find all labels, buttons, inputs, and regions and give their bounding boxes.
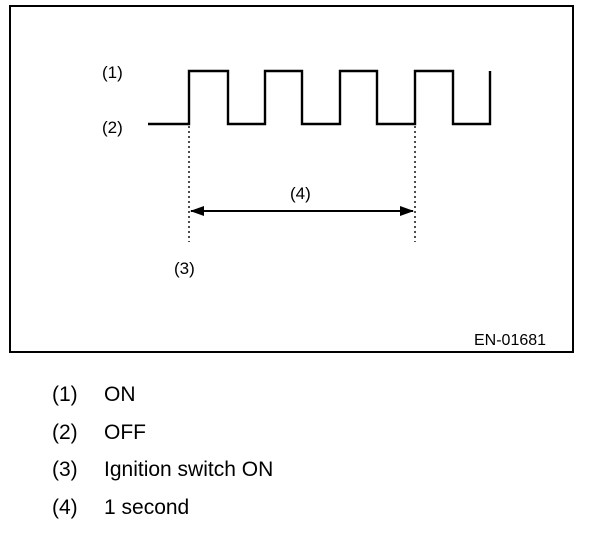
legend-number: (3) xyxy=(52,458,78,481)
on-level-label: (1) xyxy=(102,63,123,82)
legend-text: 1 second xyxy=(104,495,190,519)
figure-frame xyxy=(9,5,574,353)
off-level-label: (2) xyxy=(102,118,123,137)
figure-code: EN-01681 xyxy=(474,332,546,349)
signal-waveform xyxy=(148,69,492,126)
duration-label: (4) xyxy=(290,184,311,203)
legend-number: (4) xyxy=(52,495,78,519)
legend-number: (2) xyxy=(52,420,78,444)
legend-number: (1) xyxy=(52,383,78,406)
legend-text: Ignition switch ON xyxy=(104,458,274,481)
legend-text: OFF xyxy=(104,420,146,444)
legend-text: ON xyxy=(104,383,136,406)
ignition-label: (3) xyxy=(174,259,195,278)
